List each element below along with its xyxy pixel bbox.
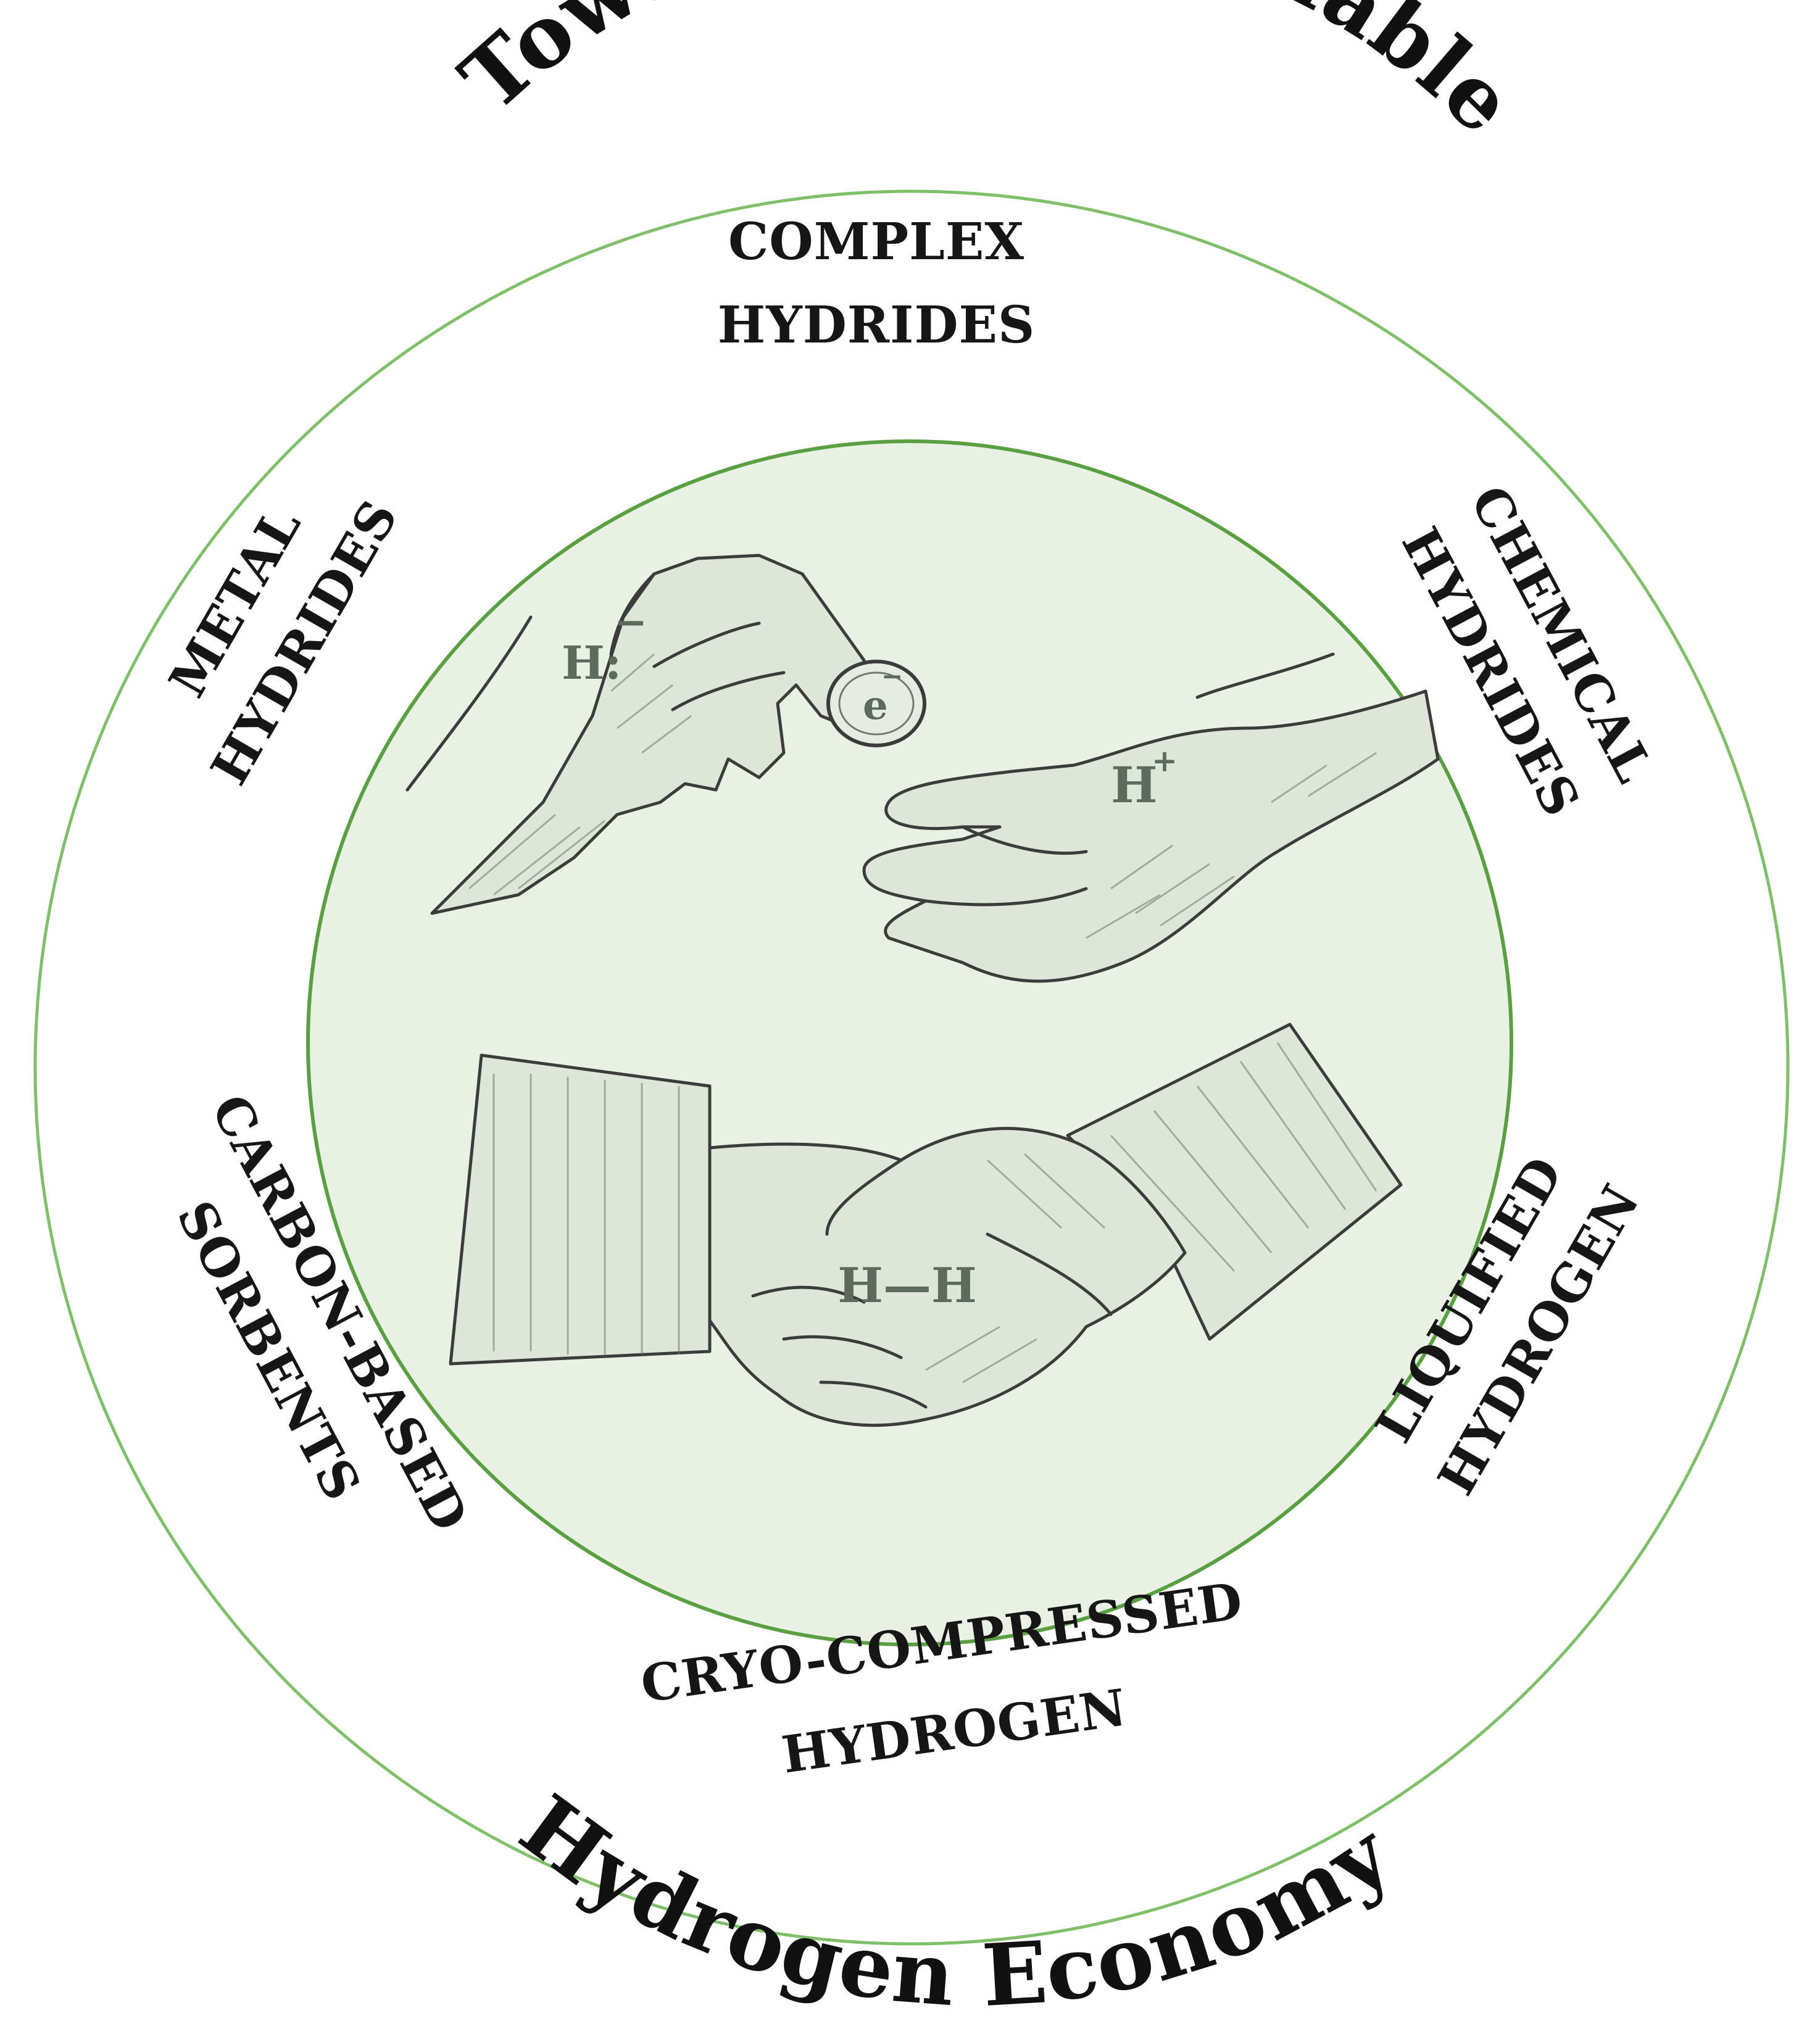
hydride-charge: − bbox=[614, 599, 647, 645]
title-top: Towards a Sustainable bbox=[441, 0, 1534, 154]
electron-charge: − bbox=[881, 661, 903, 691]
inner-circle bbox=[306, 439, 1513, 1646]
svg-text:H: H bbox=[1111, 756, 1158, 814]
label-complex-hydrides: COMPLEX HYDRIDES bbox=[718, 212, 1035, 355]
bond-label: H—H bbox=[837, 1258, 976, 1314]
handshake-illustration bbox=[449, 1023, 1403, 1427]
svg-text:H:: H: bbox=[562, 637, 621, 690]
electron-label: e − bbox=[863, 661, 903, 729]
svg-text:H—H: H—H bbox=[837, 1258, 976, 1314]
label-complex-line1: COMPLEX bbox=[728, 212, 1024, 272]
label-complex-line2: HYDRIDES bbox=[718, 296, 1035, 355]
proton-label: H + bbox=[1111, 742, 1178, 814]
electron-coin bbox=[826, 660, 926, 747]
hydride-label: H: − bbox=[562, 599, 647, 690]
proton-charge: + bbox=[1152, 742, 1178, 779]
giving-hand-illustration bbox=[405, 554, 926, 915]
receiving-hand-illustration bbox=[862, 652, 1440, 983]
svg-text:e: e bbox=[863, 683, 888, 729]
